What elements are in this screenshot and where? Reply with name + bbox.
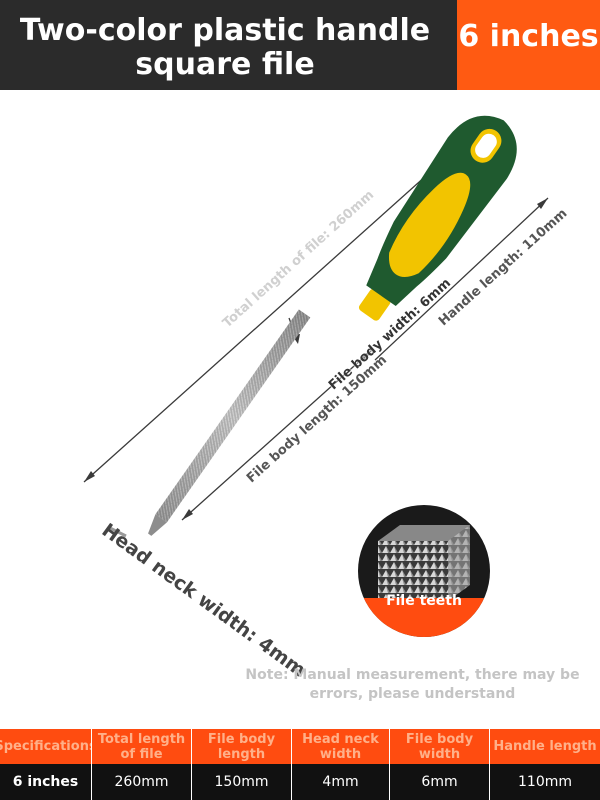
teeth-label-band	[358, 598, 490, 637]
handle-grip	[388, 172, 471, 277]
spec-cell: 110mm	[518, 773, 572, 790]
spec-header-cell: Head neck width	[292, 729, 390, 764]
spec-header-cell: File body width	[390, 729, 490, 764]
spec-cell: 6 inches	[0, 764, 92, 800]
size-badge	[457, 0, 600, 90]
file-blade	[148, 309, 311, 536]
file-teeth-closeup	[358, 505, 490, 637]
body-length-dimension-line	[181, 349, 373, 521]
teeth-texture	[378, 525, 470, 601]
spec-header-cell: Handle length	[493, 739, 597, 754]
head-neck-marker	[109, 526, 127, 538]
size-badge-label: 6 inches	[458, 19, 599, 54]
spec-header-cell: Specifications	[0, 729, 92, 764]
handle-length-dimension-line	[374, 197, 549, 361]
file-illustration	[83, 115, 549, 538]
spec-table-row: 6 inches 260mm 150mm 4mm 6mm 110mm	[0, 764, 600, 800]
spec-header-cell: File body length	[192, 729, 292, 764]
spec-cell: 4mm	[292, 764, 390, 800]
spec-header-cell: Total length of file	[92, 729, 192, 764]
spec-cell: 260mm	[92, 764, 192, 800]
spec-table-header: Specifications Total length of file File…	[0, 729, 600, 764]
page-title: Two-color plastic handle square file	[19, 13, 431, 82]
measurement-note: Note: Manual measurement, there may be e…	[245, 667, 580, 702]
teeth-label: File teeth	[386, 593, 462, 609]
spec-cell: 6mm	[390, 764, 490, 800]
hang-hole	[475, 133, 497, 158]
file-handle	[358, 115, 517, 321]
spec-cell: 150mm	[192, 764, 292, 800]
